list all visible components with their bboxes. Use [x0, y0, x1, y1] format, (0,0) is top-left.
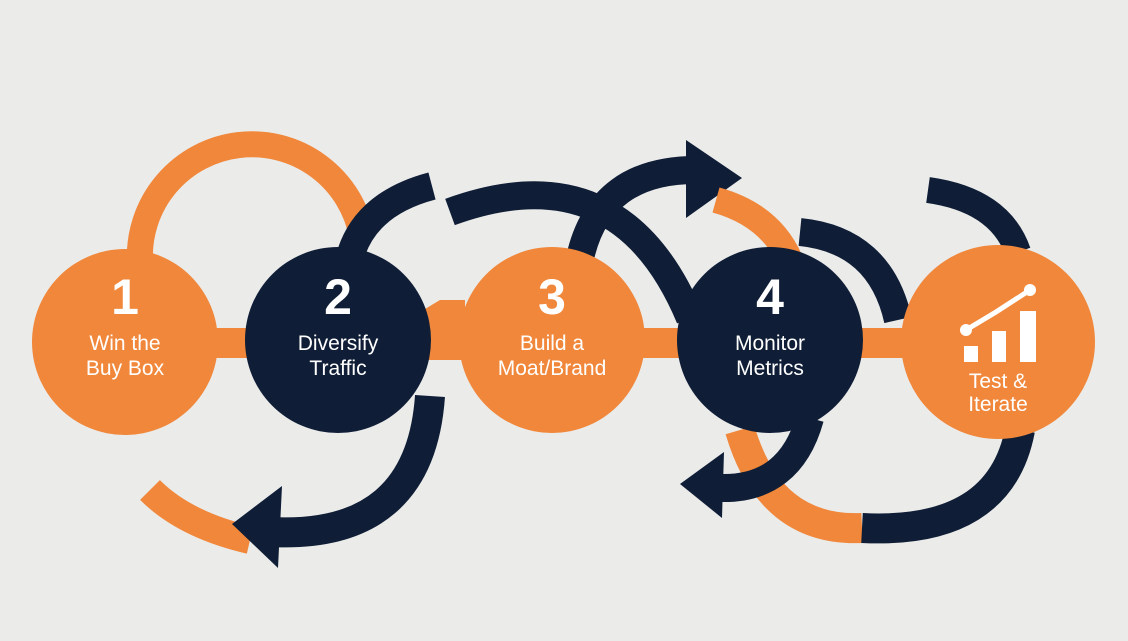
step-label-line2: Buy Box: [86, 357, 165, 380]
step-label-line1: Diversify: [298, 332, 379, 355]
step-3: 3 Build a Moat/Brand: [498, 269, 607, 380]
step-2: 2 Diversify Traffic: [298, 269, 379, 380]
step-label-line2: Moat/Brand: [498, 357, 607, 380]
step-label-line2: Traffic: [309, 357, 366, 380]
arrowhead-left-1: [232, 486, 282, 568]
navy-arc-bottom-4: [719, 413, 824, 503]
step-circle-2: [245, 247, 431, 433]
step-5: Test & Iterate: [960, 284, 1036, 416]
step-1: 1 Win the Buy Box: [86, 269, 165, 380]
step-circle-1: [32, 249, 218, 435]
bar-chart-trend-icon: [960, 284, 1036, 362]
step-label-line1: Monitor: [735, 332, 805, 355]
navy-arc-arrow-right: [566, 155, 701, 262]
step-label-line2: Metrics: [736, 357, 804, 380]
orange-arc-bottom-4: [725, 425, 863, 544]
orange-arc-bottom-1: [140, 479, 254, 554]
navy-arc-bottom-2: [269, 394, 445, 548]
navy-arc-top-4: [798, 218, 912, 324]
navy-arc-bottom-5: [861, 426, 1035, 544]
step-label-line1: Build a: [520, 332, 585, 355]
step-number: 4: [756, 269, 784, 325]
step-number: 1: [111, 269, 139, 325]
navy-arc-top-5: [925, 177, 1031, 257]
step-label-line1: Test &: [969, 370, 1027, 393]
arrowhead-left-2: [680, 452, 724, 518]
step-label-line2: Iterate: [968, 393, 1028, 416]
step-number: 3: [538, 269, 566, 325]
step-circle-4: [677, 247, 863, 433]
orange-arc-top-1: [126, 131, 375, 263]
arrowhead-right: [686, 140, 742, 218]
step-number: 2: [324, 269, 352, 325]
step-4: 4 Monitor Metrics: [735, 269, 805, 380]
step-circle-3: [459, 247, 645, 433]
step-label-line1: Win the: [89, 332, 160, 355]
